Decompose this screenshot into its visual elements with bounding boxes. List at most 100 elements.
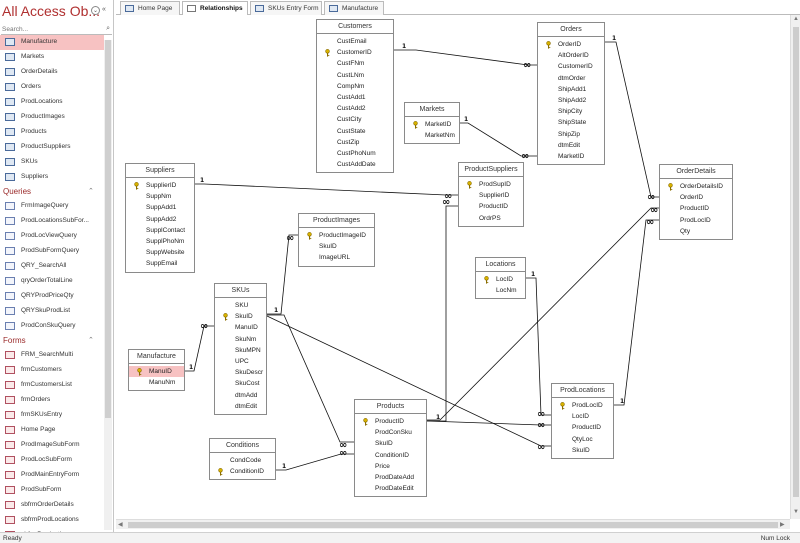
table-title[interactable]: SKUs [215, 284, 266, 298]
tab-home-page[interactable]: Home Page [120, 1, 180, 15]
table-field[interactable]: CustEmail [317, 36, 393, 47]
nav-item-table[interactable]: ProductSuppliers [0, 140, 104, 155]
nav-search-input[interactable] [1, 25, 101, 34]
collapse-chevron-icon[interactable]: ⌃ [88, 188, 94, 195]
nav-item-form[interactable]: sbfrmProductImages [0, 528, 104, 532]
table-field[interactable]: ShipZip [538, 129, 604, 140]
table-title[interactable]: OrderDetails [660, 165, 732, 179]
table-title[interactable]: Markets [405, 103, 459, 117]
nav-item-table[interactable]: SKUs [0, 155, 104, 170]
table-field[interactable]: CustAdd2 [317, 103, 393, 114]
relationship-skus-productimages[interactable] [267, 234, 298, 315]
search-icon[interactable]: ⌕ [106, 25, 110, 32]
nav-item-query[interactable]: QRYProdPriceQty [0, 289, 104, 304]
table-field[interactable]: SuppNm [126, 191, 194, 202]
relationship-locations-prodlocations[interactable] [526, 277, 551, 416]
nav-item-form[interactable]: frmCustomers [0, 363, 104, 378]
table-field[interactable]: SuppAdd1 [126, 202, 194, 213]
vertical-scrollbar[interactable]: ▲ ▼ [790, 15, 800, 519]
table-field[interactable]: ConditionID [355, 450, 426, 461]
table-field[interactable]: CustomerID [317, 47, 393, 58]
table-title[interactable]: Suppliers [126, 164, 194, 178]
table-title[interactable]: ProdLocations [552, 384, 613, 398]
nav-item-form[interactable]: frmOrders [0, 393, 104, 408]
nav-item-form[interactable]: frmCustomersList [0, 378, 104, 393]
table-field[interactable]: ProductID [552, 422, 613, 433]
nav-item-query[interactable]: ProdSubFormQuery [0, 244, 104, 259]
collapse-chevron-icon[interactable]: ⌃ [88, 337, 94, 344]
table-field[interactable]: SkuNm [215, 334, 266, 345]
scroll-up-arrow-icon[interactable]: ▲ [793, 16, 799, 22]
nav-item-form[interactable]: ProdLocSubForm [0, 453, 104, 468]
nav-item-form[interactable]: sbfrmProdLocations [0, 513, 104, 528]
scroll-right-arrow-icon[interactable]: ▶ [780, 522, 785, 528]
relationship-skus-products[interactable] [267, 314, 354, 443]
table-field[interactable]: OrderDetailsID [660, 181, 732, 192]
table-title[interactable]: Products [355, 400, 426, 414]
nav-item-table[interactable]: Products [0, 125, 104, 140]
table-field[interactable]: ImageURL [299, 252, 374, 263]
nav-pane-title[interactable]: All Access Ob... [2, 3, 101, 19]
nav-item-table[interactable]: ProductImages [0, 110, 104, 125]
relationship-products-prodlocations[interactable] [426, 420, 551, 426]
nav-item-form[interactable]: sbfrmOrderDetails [0, 498, 104, 513]
nav-item-table[interactable]: OrderDetails [0, 65, 104, 80]
table-field[interactable]: SuppWebsite [126, 247, 194, 258]
table-field[interactable]: SkuID [355, 438, 426, 449]
table-field[interactable]: CustState [317, 126, 393, 137]
table-field[interactable]: dtmOrder [538, 73, 604, 84]
table-field[interactable]: ProdLocID [660, 215, 732, 226]
table-field[interactable]: ManuID [129, 366, 184, 378]
nav-group-forms[interactable]: Forms⌃ [0, 334, 104, 348]
relationship-conditions-products[interactable] [276, 453, 354, 471]
table-field[interactable]: ShipCity [538, 106, 604, 117]
table-field[interactable]: Qty [660, 226, 732, 237]
table-field[interactable]: UPC [215, 356, 266, 367]
nav-item-query[interactable]: ProdLocationsSubFor... [0, 214, 104, 229]
table-field[interactable]: ShipAdd1 [538, 84, 604, 95]
table-field[interactable]: MarketID [405, 119, 459, 130]
table-field[interactable]: ManuNm [129, 377, 184, 388]
relationship-orders-orderdetails[interactable] [605, 41, 659, 198]
table-field[interactable]: ShipState [538, 117, 604, 128]
nav-item-query[interactable]: ProdLocViewQuery [0, 229, 104, 244]
nav-shutter-icon[interactable]: « [102, 6, 106, 13]
nav-group-queries[interactable]: Queries⌃ [0, 185, 104, 199]
table-field[interactable]: SkuCost [215, 378, 266, 389]
table-field[interactable]: ProdLocID [552, 400, 613, 411]
table-field[interactable]: SuppEmail [126, 258, 194, 269]
relationship-markets-orders[interactable] [460, 122, 537, 157]
relationship-prodlocations-orderdetails[interactable] [614, 219, 659, 406]
table-field[interactable]: SuppAdd2 [126, 214, 194, 225]
scroll-down-arrow-icon[interactable]: ▼ [793, 509, 799, 515]
table-field[interactable]: OrderID [660, 192, 732, 203]
table-field[interactable]: MarketNm [405, 130, 459, 141]
nav-menu-chevron-icon[interactable]: ⌄ [91, 6, 100, 15]
scroll-left-arrow-icon[interactable]: ◀ [118, 522, 123, 528]
tab-skus-entry-form[interactable]: SKUs Entry Form [250, 1, 322, 15]
table-field[interactable]: CustCity [317, 114, 393, 125]
table-field[interactable]: Price [355, 461, 426, 472]
table-field[interactable]: CustZip [317, 137, 393, 148]
table-title[interactable]: Manufacture [129, 350, 184, 364]
table-title[interactable]: Conditions [210, 439, 275, 453]
table-field[interactable]: OrdrPS [459, 213, 523, 224]
table-field[interactable]: SupplierID [126, 180, 194, 191]
table-field[interactable]: CustLNm [317, 70, 393, 81]
nav-item-query[interactable]: QRYSkuProdList [0, 304, 104, 319]
table-field[interactable]: SkuMPN [215, 345, 266, 356]
table-title[interactable]: ProductSuppliers [459, 163, 523, 177]
relationship-manufacture-skus[interactable] [185, 325, 214, 372]
table-field[interactable]: ProdSupID [459, 179, 523, 190]
table-field[interactable]: SKU [215, 300, 266, 311]
table-field[interactable]: CustFNm [317, 58, 393, 69]
table-field[interactable]: CondCode [210, 455, 275, 466]
